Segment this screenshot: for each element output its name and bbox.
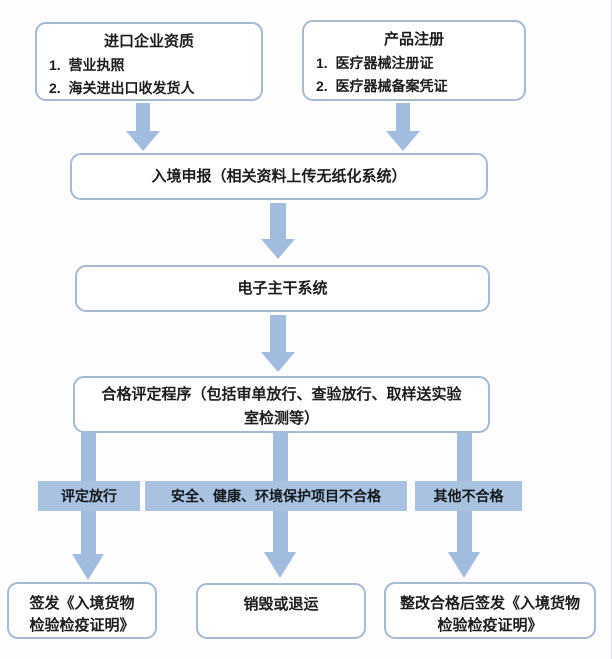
branch-label-text: 评定放行 bbox=[61, 488, 117, 504]
down-arrow-icon bbox=[264, 552, 296, 578]
down-arrow-icon bbox=[386, 131, 420, 151]
box-label-line: 检验检疫证明》 bbox=[437, 617, 543, 634]
box-label-line: 检验检疫证明》 bbox=[29, 617, 135, 634]
box-label-line: 合格评定程序（包括审单放行、查验放行、取样送实验 bbox=[101, 386, 462, 403]
down-arrow-icon bbox=[136, 103, 150, 131]
flow-box-import-qualification: 进口企业资质 1. 营业执照 2. 海关进出口收发货人 bbox=[35, 22, 263, 101]
down-arrow-icon bbox=[72, 554, 104, 580]
flow-box-electronic-backbone: 电子主干系统 bbox=[75, 265, 490, 312]
box-label-line: 签发《入境货物 bbox=[29, 595, 135, 612]
flow-box-entry-declaration: 入境申报（相关资料上传无纸化系统） bbox=[70, 153, 488, 200]
box-label-line: 整改合格后签发《入境货物 bbox=[399, 595, 580, 612]
box-title: 产品注册 bbox=[383, 31, 444, 48]
down-arrow-icon bbox=[448, 552, 480, 578]
branch-label-text: 安全、健康、环境保护项目不合格 bbox=[171, 488, 381, 504]
list-item: 1. 营业执照 bbox=[49, 57, 125, 73]
list-item: 2. 医疗器械备案凭证 bbox=[316, 78, 448, 94]
flow-box-product-registration: 产品注册 1. 医疗器械注册证 2. 医疗器械备案凭证 bbox=[302, 20, 526, 101]
flow-box-rectify-then-certificate: 整改合格后签发《入境货物 检验检疫证明》 bbox=[384, 582, 596, 639]
flow-box-issue-certificate: 签发《入境货物 检验检疫证明》 bbox=[7, 582, 157, 639]
box-label: 电子主干系统 bbox=[237, 280, 328, 297]
box-label-line: 室检测等） bbox=[243, 410, 319, 427]
down-arrow-icon bbox=[270, 203, 286, 239]
branch-label-other-fail: 其他不合格 bbox=[415, 481, 522, 511]
down-arrow-icon bbox=[270, 315, 286, 352]
branch-label-safety-fail: 安全、健康、环境保护项目不合格 bbox=[145, 481, 407, 511]
down-arrow-icon bbox=[396, 103, 410, 131]
down-arrow-icon bbox=[126, 131, 160, 151]
list-item: 1. 医疗器械注册证 bbox=[316, 55, 434, 71]
branch-label-text: 其他不合格 bbox=[433, 488, 504, 504]
down-arrow-icon bbox=[261, 239, 295, 259]
flow-box-destroy-or-return: 销毁或退运 bbox=[196, 583, 366, 639]
list-item: 2. 海关进出口收发货人 bbox=[49, 80, 195, 96]
branch-label-release: 评定放行 bbox=[38, 481, 140, 511]
box-label: 销毁或退运 bbox=[243, 596, 319, 613]
box-title: 进口企业资质 bbox=[103, 33, 194, 50]
box-label: 入境申报（相关资料上传无纸化系统） bbox=[151, 168, 407, 185]
down-arrow-icon bbox=[261, 352, 295, 372]
flow-box-conformity-assessment: 合格评定程序（包括审单放行、查验放行、取样送实验 室检测等） bbox=[73, 376, 490, 433]
